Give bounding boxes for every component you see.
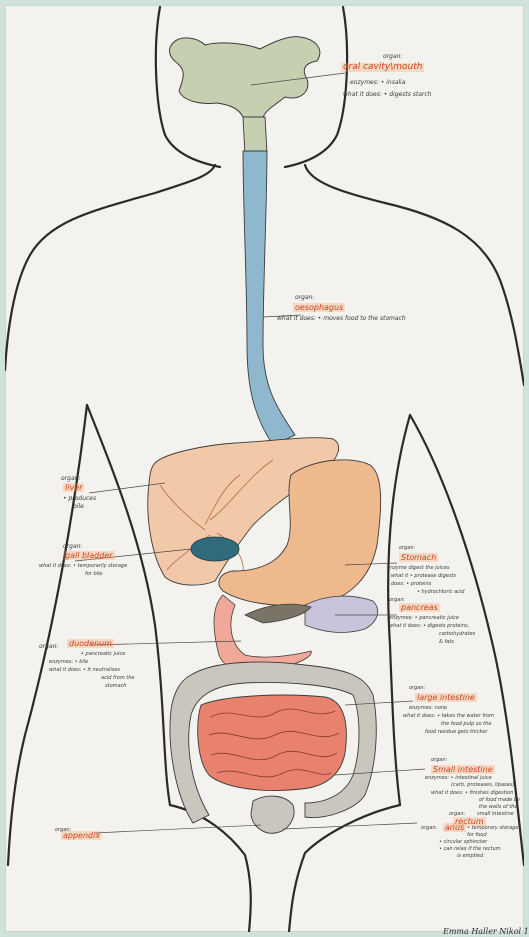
liver-function-1: • produces (63, 495, 96, 502)
left-leg-outline (170, 805, 251, 932)
mouth-enzymes: enzymes: • insalia (350, 79, 406, 86)
large-intestine-line-4: food residue gets thicker (425, 729, 487, 735)
large-intestine-organ-caption: organ: (409, 685, 425, 691)
duodenum-line-2: enzymes: • bile (49, 659, 88, 665)
pancreas-organ-name: pancreas (399, 603, 440, 612)
oesophagus-function: what it does: • moves food to the stomac… (277, 315, 406, 322)
gall-bladder-function-1: what it does: • temporarily storage (39, 563, 127, 569)
liver-organ-name: liver (63, 483, 84, 492)
duodenum-line-4: acid from the (101, 675, 135, 681)
anus-organ-name: anus (443, 823, 466, 832)
rectum-line-5: is emptied (457, 853, 483, 859)
right-leg-outline (289, 805, 400, 932)
small-intestine-organ-caption: organ: (431, 757, 447, 763)
mouth-function: what it does: • digests starch (343, 91, 431, 98)
large-intestine-line-3: the food pulp so the (441, 721, 491, 727)
gall-bladder-shape (191, 537, 239, 561)
small-intestine-shape (198, 695, 347, 790)
anus-prefix: organ: (421, 825, 437, 831)
pancreas-line-2: what it does: • digests proteins, (389, 623, 469, 629)
gall-bladder-organ-caption: organ: (63, 543, 82, 550)
mouth-organ-caption: organ: (383, 53, 402, 60)
stomach-organ-name: Stomach (399, 553, 438, 562)
liver-organ-caption: organ: (61, 475, 80, 482)
pancreas-line-3: carbohydrates (439, 631, 475, 637)
small-intestine-line-1: enzymes: • intestinal juice (425, 775, 492, 781)
oesophagus-organ-name: oesophagus (293, 303, 345, 312)
throat-shape (243, 117, 267, 155)
poster: organ: oral cavity\mouth enzymes: • insa… (5, 5, 524, 932)
rectum-line-3: • circular sphincter (439, 839, 487, 845)
oesophagus-shape (243, 151, 295, 445)
duodenum-line-1: • pancreatic juice (81, 651, 125, 657)
rectum-line-1: • temporary storage (467, 825, 518, 831)
stomach-line-3: does: • proteins (391, 581, 431, 587)
left-arm-inner (8, 405, 87, 865)
pancreas-line-1: enzymes: • pancreatic juice (389, 615, 459, 621)
oesophagus-organ-caption: organ: (295, 294, 314, 301)
stomach-line-1: enzyme digest the juices (387, 565, 450, 571)
duodenum-line-3: what it does: • it neutralises (49, 667, 120, 673)
pancreas-line-4: & fats (439, 639, 454, 645)
small-intestine-line-5: the walls of the (479, 804, 518, 810)
large-intestine-organ-name: large intestine (415, 693, 477, 702)
duodenum-line-5: stomach (105, 683, 126, 689)
large-intestine-line-2: what it does: • takes the water from (403, 713, 494, 719)
liver-function-2: bile (73, 503, 84, 510)
appendix-organ-name: appendix (61, 831, 102, 840)
large-intestine-line-1: enzymes: none (409, 705, 447, 711)
rectum-line-4: • can relax if the rectum (439, 846, 501, 852)
small-intestine-line-2: (carb, proteases, lipases) (451, 782, 514, 788)
rectum-line-2: for food (467, 832, 487, 838)
neck-left-outline (5, 165, 215, 370)
oral-cavity-shape (170, 37, 320, 117)
stomach-line-2: what it • protease digests (391, 573, 456, 579)
small-intestine-line-4: of food made by (479, 797, 520, 803)
gall-bladder-organ-name: gall bladder (63, 551, 115, 560)
pancreas-duct-shape (245, 604, 311, 623)
stomach-organ-caption: organ: (399, 545, 415, 551)
small-intestine-organ-name: Small intestine (431, 765, 495, 774)
artist-signature: Emma Haller Nikol 13b (443, 927, 529, 936)
duodenum-organ-caption: organ: (39, 643, 58, 650)
stomach-line-4: • hydrochloric acid (417, 589, 464, 595)
neck-right-outline (305, 165, 524, 385)
duodenum-organ-name: duodenum (67, 639, 114, 648)
pancreas-shape (305, 596, 378, 632)
gall-bladder-function-2: for bile (85, 571, 103, 577)
small-intestine-line-3: what it does: • finishes digestion (431, 790, 513, 796)
mouth-organ-name: oral cavity\mouth (341, 63, 424, 72)
rectum-shape (251, 796, 294, 833)
